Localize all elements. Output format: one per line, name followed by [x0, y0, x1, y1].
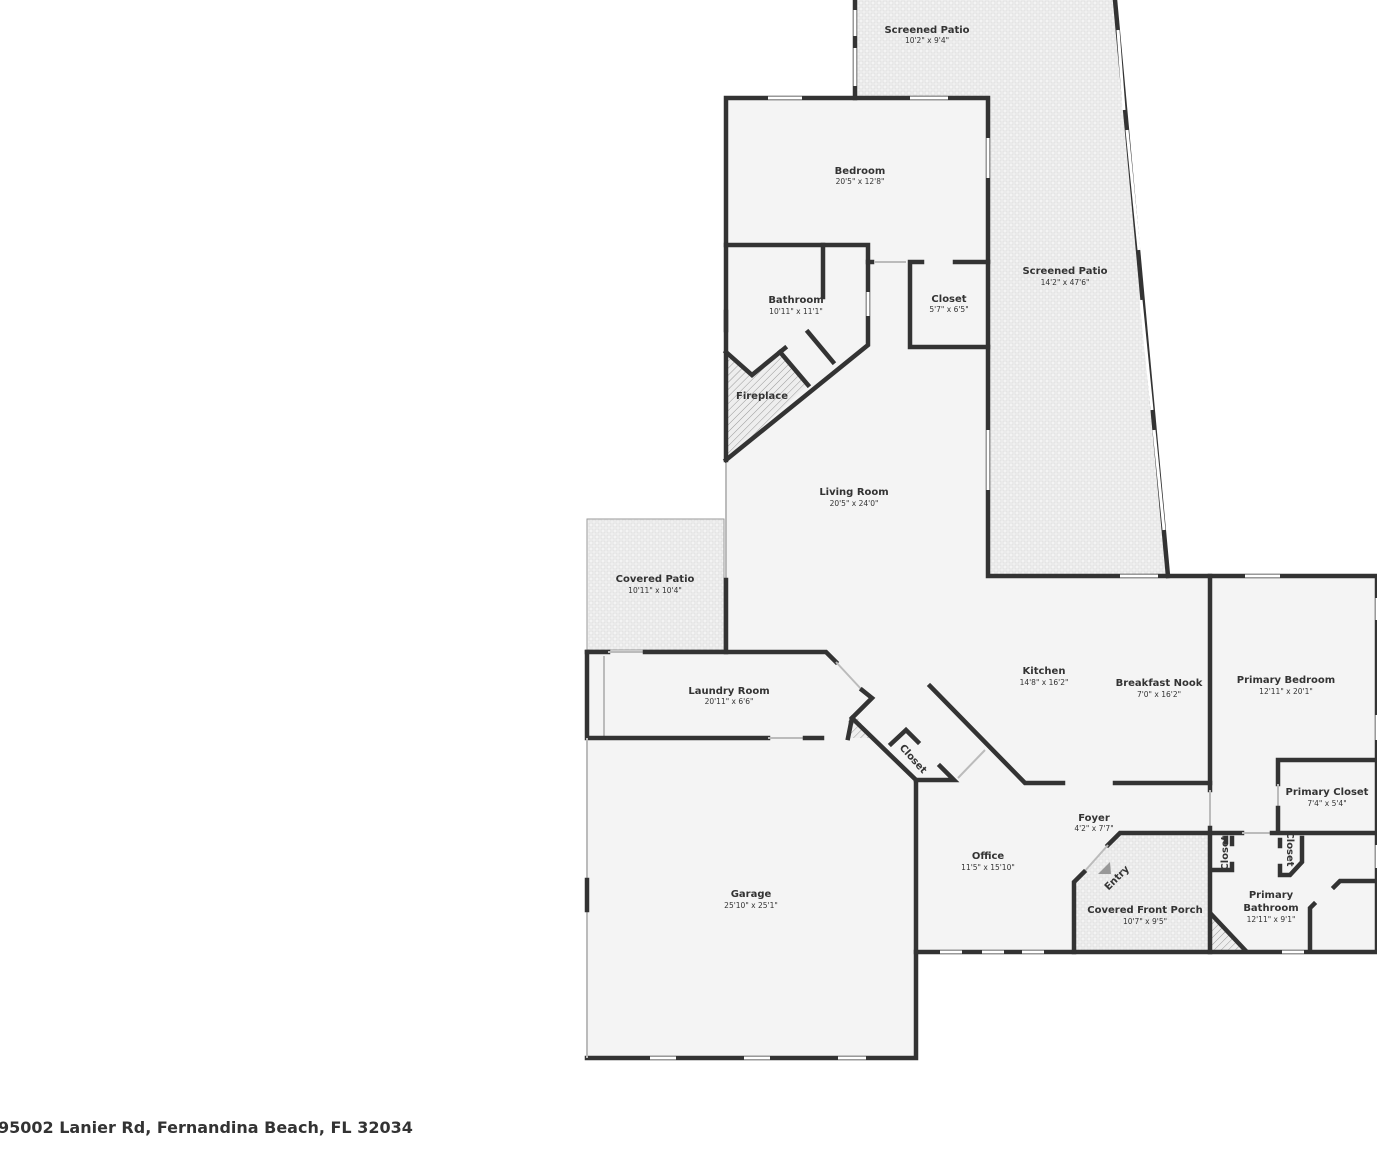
screened-patio-dims: 14'2" x 47'6"	[1041, 278, 1090, 287]
screened-patio-top-name: Screened Patio	[884, 25, 969, 36]
closet-dims: 5'7" x 6'5"	[929, 305, 968, 314]
screened-patio-name: Screened Patio	[1022, 266, 1107, 277]
breakfast-nook-dims: 7'0" x 16'2"	[1137, 690, 1181, 699]
foyer-name: Foyer	[1078, 813, 1110, 824]
covered-patio-name: Covered Patio	[616, 574, 695, 585]
covered-patio-dims: 10'11" x 10'4"	[628, 586, 682, 595]
foyer-dims: 4'2" x 7'7"	[1074, 824, 1113, 833]
covered-patio-area	[586, 518, 725, 651]
office-name: Office	[972, 851, 1005, 862]
covered-front-porch-area	[1074, 833, 1210, 952]
primary-bathroom-name-2: Bathroom	[1243, 903, 1298, 914]
primary-bedroom-dims: 12'11" x 20'1"	[1259, 687, 1313, 696]
bath-closet-left-name: Closet	[1220, 835, 1231, 870]
fireplace-hatch	[726, 350, 808, 460]
laundry-room-name: Laundry Room	[688, 686, 769, 697]
interior-floor	[587, 98, 1377, 1058]
bedroom-name: Bedroom	[835, 166, 886, 177]
fireplace-name: Fireplace	[736, 391, 788, 402]
covered-front-porch-dims: 10'7" x 9'5"	[1123, 917, 1167, 926]
kitchen-dims: 14'8" x 16'2"	[1020, 678, 1069, 687]
living-room-dims: 20'5" x 24'0"	[830, 499, 879, 508]
bedroom-dims: 20'5" x 12'8"	[836, 177, 885, 186]
laundry-room-dims: 20'11" x 6'6"	[705, 697, 754, 706]
breakfast-nook-name: Breakfast Nook	[1116, 678, 1203, 689]
bathroom-dims: 10'11" x 11'1"	[769, 307, 823, 316]
office-dims: 11'5" x 15'10"	[961, 863, 1015, 872]
primary-bathroom-name-1: Primary	[1249, 890, 1294, 901]
garage-dims: 25'10" x 25'1"	[724, 901, 778, 910]
primary-closet-dims: 7'4" x 5'4"	[1307, 799, 1346, 808]
property-address: 95002 Lanier Rd, Fernandina Beach, FL 32…	[0, 1118, 413, 1137]
walls	[584, 95, 1377, 1061]
bath-closet-right-name: Closet	[1284, 831, 1295, 866]
primary-bathroom-dims: 12'11" x 9'1"	[1247, 915, 1296, 924]
screened-patio-top-dims: 10'2" x 9'4"	[905, 36, 949, 45]
covered-front-porch-name: Covered Front Porch	[1087, 905, 1202, 916]
screen-walls	[852, 0, 1171, 579]
screened-patio-area	[855, 0, 1168, 576]
closet-name: Closet	[931, 294, 966, 305]
primary-bedroom-name: Primary Bedroom	[1237, 675, 1335, 686]
room-labels: Screened Patio 10'2" x 9'4" Screened Pat…	[616, 25, 1369, 926]
entry-arrow-icon	[1098, 862, 1111, 874]
living-room-name: Living Room	[819, 487, 888, 498]
kitchen-name: Kitchen	[1023, 666, 1066, 677]
primary-closet-name: Primary Closet	[1286, 787, 1369, 798]
bathroom-name: Bathroom	[768, 295, 823, 306]
garage-name: Garage	[731, 889, 772, 900]
